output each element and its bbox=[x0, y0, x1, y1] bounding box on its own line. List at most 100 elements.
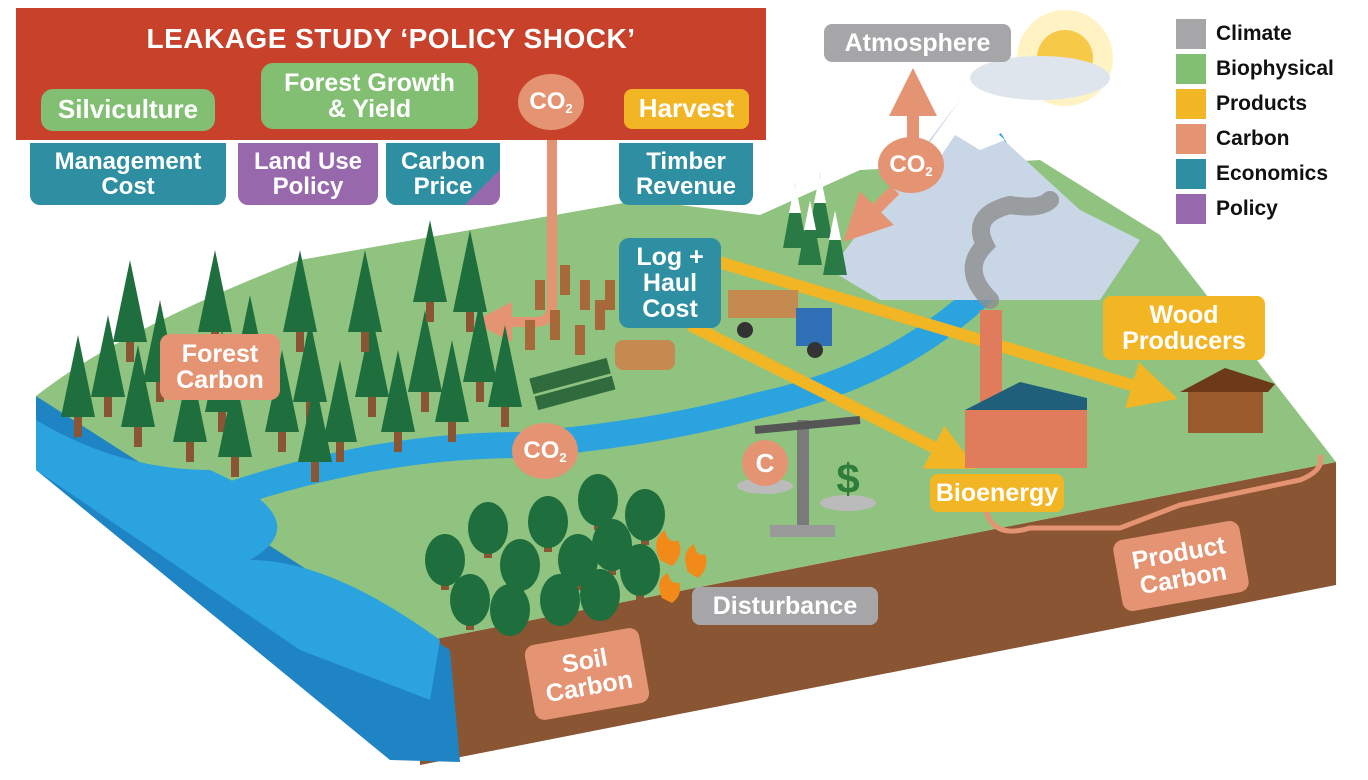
conifer-tree bbox=[348, 250, 382, 332]
conifer-tree bbox=[355, 315, 389, 397]
conifer-tree bbox=[488, 325, 522, 407]
timber-revenue-label: Timber Revenue bbox=[619, 143, 753, 205]
co2-arrow-to-trees bbox=[843, 185, 900, 242]
conifer-tree bbox=[298, 380, 332, 462]
conifer-tree bbox=[413, 220, 447, 302]
deciduous-tree bbox=[580, 569, 620, 621]
tree-stump bbox=[605, 280, 615, 310]
forest-growth-yield-label: Forest Growth & Yield bbox=[261, 63, 478, 129]
tree-snow bbox=[804, 200, 816, 230]
conifer-trunk bbox=[231, 455, 239, 477]
scale-post bbox=[797, 420, 809, 525]
fire-icon bbox=[659, 573, 681, 603]
disturbance-label: Disturbance bbox=[692, 587, 878, 625]
scale-beam bbox=[754, 416, 861, 434]
tree-stump bbox=[580, 280, 590, 310]
scale-pan-right bbox=[820, 495, 876, 511]
deciduous-tree bbox=[625, 489, 665, 541]
legend-label: Policy bbox=[1216, 196, 1278, 220]
cabin-roof bbox=[1180, 368, 1275, 392]
conifer-trunk bbox=[296, 330, 304, 352]
deciduous-tree bbox=[592, 519, 632, 571]
felled-log-1 bbox=[529, 357, 611, 395]
tree-snow bbox=[829, 210, 841, 240]
harvested-stumps bbox=[525, 265, 615, 355]
cabin-body bbox=[1188, 388, 1263, 433]
truck-cab bbox=[796, 308, 832, 346]
deciduous-tree bbox=[450, 574, 490, 626]
legend-item: Biophysical bbox=[1176, 51, 1334, 86]
deciduous-tree bbox=[558, 534, 598, 586]
deciduous-trees bbox=[425, 474, 665, 640]
co2-arrow-from-banner bbox=[472, 108, 557, 342]
conifer-trunk bbox=[186, 440, 194, 462]
conifer-trunk bbox=[421, 390, 429, 412]
conifer-trunk bbox=[311, 460, 319, 482]
fire-icon bbox=[656, 530, 681, 566]
truck-wheel-rear bbox=[737, 322, 753, 338]
truck-logs bbox=[728, 290, 798, 318]
product-carbon-line bbox=[982, 454, 1324, 534]
log-haul-cost-label: Log + Haul Cost bbox=[619, 238, 721, 328]
conifer-trunk bbox=[126, 340, 134, 362]
forest-carbon-label: Forest Carbon bbox=[160, 334, 280, 400]
scale-base bbox=[770, 525, 835, 537]
smoke-plume bbox=[964, 191, 1059, 309]
banner-title: LEAKAGE STUDY ‘POLICY SHOCK’ bbox=[146, 23, 636, 54]
legend-label: Products bbox=[1216, 91, 1308, 115]
tree-stump bbox=[560, 265, 570, 295]
deciduous-tree bbox=[500, 539, 540, 591]
conifer-tree bbox=[408, 310, 442, 392]
snowy-tree bbox=[798, 200, 822, 265]
dollar-icon: $ bbox=[836, 454, 860, 502]
legend-item: Carbon bbox=[1176, 121, 1334, 156]
cloud bbox=[970, 56, 1110, 100]
conifer-trunk bbox=[368, 395, 376, 417]
soil-side bbox=[420, 462, 1336, 765]
conifer-tree bbox=[265, 350, 299, 432]
tree-snow bbox=[789, 183, 801, 213]
conifer-trunk bbox=[336, 440, 344, 462]
tree-stump bbox=[550, 310, 560, 340]
legend-swatch bbox=[1176, 88, 1206, 119]
tree-stump bbox=[595, 300, 605, 330]
conifer-tree bbox=[121, 345, 155, 427]
legend-item: Economics bbox=[1176, 156, 1334, 191]
conifer-forest bbox=[61, 220, 522, 482]
harvest-label: Harvest bbox=[624, 89, 749, 129]
conifer-tree bbox=[453, 230, 487, 312]
conifer-trunk bbox=[74, 415, 82, 437]
conifer-tree bbox=[61, 335, 95, 417]
conifer-trunk bbox=[448, 420, 456, 442]
bioenergy-label: Bioenergy bbox=[930, 474, 1064, 512]
conifer-tree bbox=[198, 250, 232, 332]
deciduous-tree bbox=[540, 574, 580, 626]
tree-stump bbox=[525, 320, 535, 350]
conifer-trunk bbox=[361, 330, 369, 352]
legend-label: Economics bbox=[1216, 161, 1329, 185]
carbon-price-label: Carbon Price bbox=[386, 143, 500, 205]
mountain bbox=[830, 100, 1140, 300]
legend-swatch bbox=[1176, 123, 1206, 154]
snowy-tree bbox=[823, 210, 847, 275]
silviculture-label: Silviculture bbox=[41, 89, 215, 131]
tree-snow bbox=[814, 173, 826, 203]
conifer-tree bbox=[293, 320, 327, 402]
factory-chimney bbox=[980, 310, 1002, 420]
lake bbox=[36, 420, 440, 700]
conifer-tree bbox=[463, 300, 497, 382]
conifer-tree bbox=[323, 360, 357, 442]
scale-pan-left bbox=[737, 478, 793, 494]
deciduous-tree bbox=[425, 534, 465, 586]
arrow-to-bioenergy bbox=[687, 319, 977, 469]
legend-item: Policy bbox=[1176, 191, 1334, 226]
deciduous-tree bbox=[528, 496, 568, 548]
legend-label: Biophysical bbox=[1216, 56, 1334, 80]
factory-body bbox=[965, 410, 1087, 468]
legend-item: Products bbox=[1176, 86, 1334, 121]
legend-swatch bbox=[1176, 18, 1206, 49]
fire-icon bbox=[685, 544, 707, 578]
conifer-tree bbox=[435, 340, 469, 422]
